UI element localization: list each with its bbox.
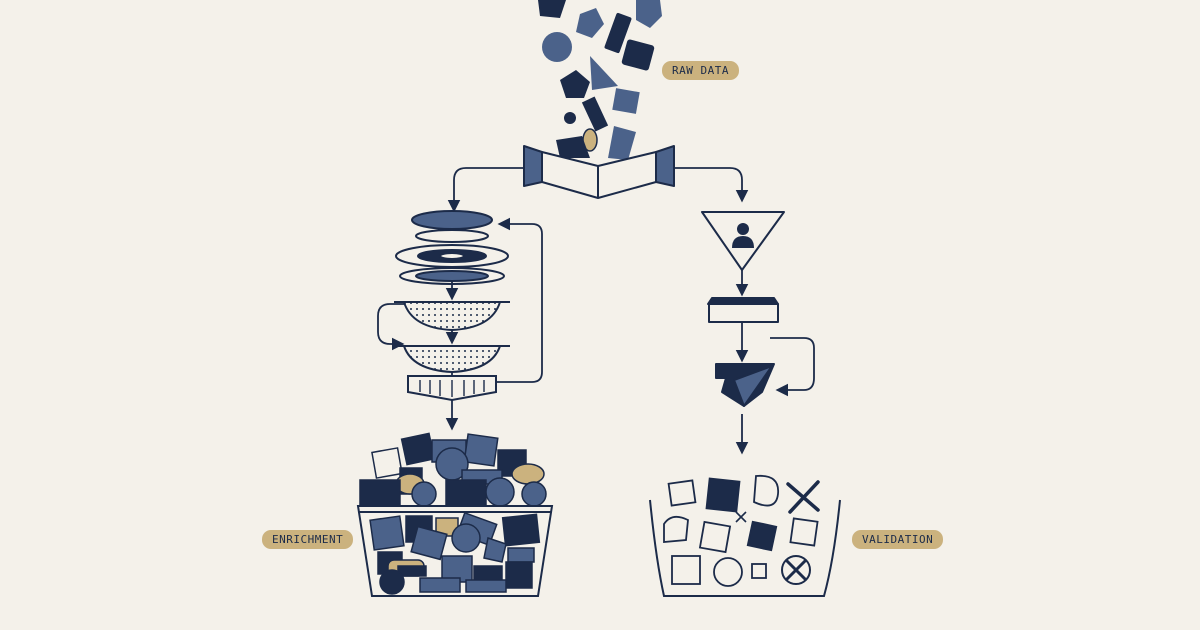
x-mark-icon [786, 480, 820, 514]
enrichment-arrows [377, 217, 543, 431]
validation-arrows [735, 270, 815, 455]
small-x-mark-icon [735, 511, 747, 523]
person-icon [732, 223, 754, 248]
raw-data-label: RAW DATA [662, 61, 739, 80]
intake-hopper [523, 145, 675, 199]
enrichment-label: ENRICHMENT [262, 530, 354, 549]
validation-label: VALIDATION [852, 530, 944, 549]
enriched-pile [359, 432, 547, 507]
validation-bin [649, 499, 841, 597]
split-arrows [447, 167, 749, 213]
check-icon [781, 555, 811, 585]
filter-stack [394, 210, 510, 402]
basket-contents [369, 511, 541, 595]
validated-shapes [663, 474, 819, 587]
strainer-ticks [419, 380, 485, 397]
raw-data-shapes [538, 0, 662, 160]
validation-stages [707, 297, 779, 407]
